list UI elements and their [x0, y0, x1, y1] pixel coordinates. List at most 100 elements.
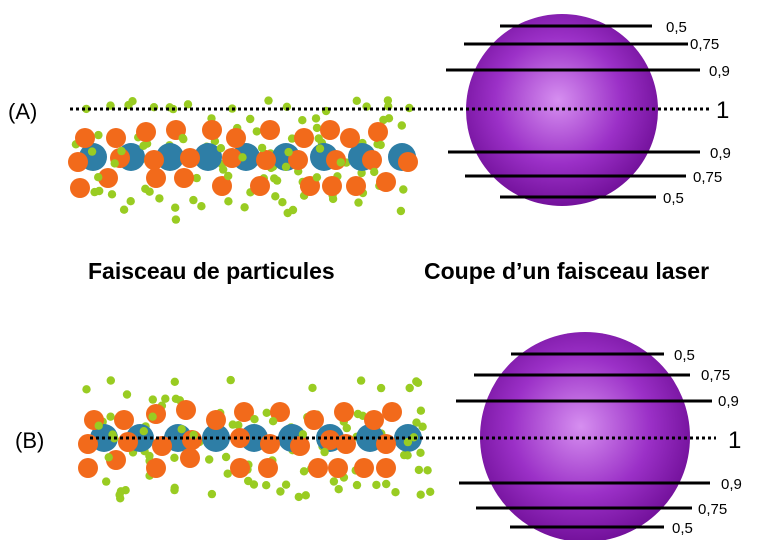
medium-particle [202, 120, 222, 140]
small-particle [216, 144, 226, 153]
medium-particle [146, 168, 166, 188]
small-particle [95, 186, 104, 196]
panel-label: (A) [8, 99, 37, 124]
small-particle [312, 123, 322, 133]
small-particle [224, 171, 233, 181]
medium-particle [180, 448, 200, 468]
small-particle [334, 485, 343, 494]
small-particle [412, 418, 421, 427]
small-particle [221, 452, 231, 462]
small-particle [128, 97, 137, 106]
small-particle [301, 491, 310, 500]
medium-particle [226, 128, 246, 148]
panel-label: (B) [15, 428, 44, 453]
small-particle [106, 376, 116, 385]
small-particle [116, 494, 125, 503]
medium-particle [144, 150, 164, 170]
small-particle [228, 420, 237, 429]
small-particle [224, 197, 233, 206]
medium-particle [176, 400, 196, 420]
small-particle [171, 215, 181, 224]
small-particle [314, 134, 323, 143]
small-particle [382, 479, 391, 489]
medium-particle [68, 152, 88, 172]
small-particle [87, 147, 97, 156]
small-particle [189, 430, 198, 440]
small-particle [170, 377, 179, 386]
small-particle [94, 173, 103, 182]
small-particle [244, 476, 253, 486]
small-particle [170, 453, 179, 462]
intensity-label: 0,9 [718, 393, 739, 410]
large-particle [194, 143, 222, 171]
small-particle [262, 481, 271, 490]
small-particle [352, 480, 362, 490]
small-particle [192, 173, 201, 183]
small-particle [357, 168, 366, 178]
small-particle [82, 385, 91, 394]
small-particle [403, 437, 413, 447]
medium-particle [260, 120, 280, 140]
medium-particle [354, 458, 374, 478]
small-particle [110, 159, 119, 168]
small-particle [141, 184, 150, 193]
medium-particle [256, 150, 276, 170]
small-particle [372, 480, 381, 490]
medium-particle [376, 172, 396, 192]
medium-particle [78, 434, 98, 454]
medium-particle [294, 128, 314, 148]
small-particle [294, 492, 303, 502]
medium-particle [206, 410, 226, 430]
small-particle [320, 447, 329, 457]
small-particle [189, 195, 198, 205]
small-particle [171, 394, 181, 403]
medium-particle [328, 458, 348, 478]
small-particle [262, 408, 271, 417]
intensity-label: 0,5 [672, 520, 693, 537]
intensity-label: 0,9 [709, 63, 730, 80]
small-particle [271, 192, 280, 201]
small-particle [370, 167, 379, 177]
small-particle [139, 427, 148, 436]
small-particle [207, 489, 217, 499]
medium-particle [368, 122, 388, 142]
small-particle [126, 197, 135, 206]
intensity-label: 0,9 [721, 476, 742, 493]
medium-particle [258, 458, 278, 478]
small-particle [356, 376, 366, 385]
medium-particle [250, 176, 270, 196]
medium-particle [398, 152, 418, 172]
medium-particle [212, 176, 232, 196]
intensity-label: 0,75 [693, 169, 722, 186]
small-particle [205, 455, 214, 464]
small-particle [252, 127, 261, 136]
small-particle [240, 203, 249, 212]
small-particle [298, 430, 308, 439]
small-particle [177, 425, 186, 434]
medium-particle [146, 458, 166, 478]
small-particle [226, 375, 235, 385]
small-particle [119, 205, 129, 214]
intensity-label: 0,75 [690, 36, 719, 53]
small-particle [283, 208, 292, 218]
intensity-label: 0,5 [663, 190, 684, 207]
medium-particle [334, 402, 354, 422]
medium-particle [230, 458, 250, 478]
medium-particle [290, 436, 310, 456]
small-particle [418, 422, 427, 431]
small-particle [178, 133, 187, 143]
small-particle [238, 153, 247, 162]
small-particle [107, 190, 117, 199]
small-particle [336, 158, 345, 167]
small-particle [414, 465, 424, 475]
small-particle [416, 406, 426, 415]
small-particle [315, 144, 325, 153]
small-particle [399, 185, 408, 194]
small-particle [354, 198, 363, 207]
medium-particle [234, 402, 254, 422]
medium-particle [270, 402, 290, 422]
small-particle [311, 114, 321, 123]
caption-particle-beam: Faisceau de particules [88, 258, 335, 284]
